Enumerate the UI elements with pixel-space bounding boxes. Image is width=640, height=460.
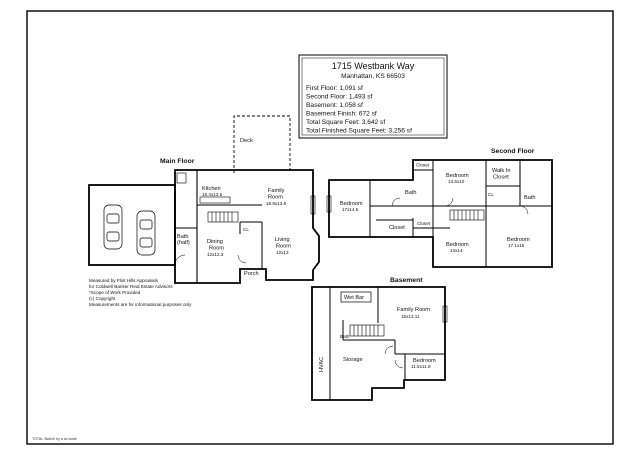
family-room-label-2: Room: [268, 195, 283, 201]
family-room-label: Family: [268, 188, 285, 194]
note-line-2: for Coldwell Banker Real Estate Advisors: [89, 284, 173, 289]
walk-in-closet-label-2: Closet: [493, 175, 509, 181]
basement-bedroom-dim: 11.5x11.8: [411, 364, 431, 369]
sheet-border: [26, 10, 614, 445]
city-state-zip: Manhattan, KS 66503: [341, 73, 405, 80]
dining-room-dim: 12x12.3: [207, 252, 224, 257]
basement-bath-label: Bath: [340, 334, 350, 339]
dining-room-label-2: Room: [209, 246, 224, 252]
living-room-label: Living: [275, 237, 290, 243]
closet-1-label: Closet: [416, 163, 430, 168]
closet-2-label: Closet: [389, 225, 405, 231]
bedroom-b-label: Bedroom: [340, 201, 363, 207]
porch-label: Porch: [244, 271, 259, 277]
main-closet-label: CL: [243, 227, 249, 232]
second-floor-sf: Second Floor: 1,493 sf: [306, 94, 373, 101]
first-floor-sf: First Floor: 1,091 sf: [306, 85, 363, 92]
family-room-dim: 18.8x13.6: [266, 201, 287, 206]
total-finished-sf: Total Finished Square Feet: 3,256 sf: [306, 128, 412, 135]
basement-bedroom-label: Bedroom: [413, 358, 436, 364]
storage-label: Storage: [343, 357, 363, 363]
main-floor-title: Main Floor: [160, 158, 195, 165]
basement-family-room-dim: 15x13.11: [401, 314, 420, 319]
bedroom-c-dim: 13x14: [450, 248, 463, 253]
bedroom-d-dim: 17.1x15: [508, 243, 525, 248]
basement-plan: Basement Wet Bar Family Room 15x13.11: [311, 277, 448, 401]
closet-3-label: Closet: [417, 221, 431, 226]
deck-label: Deck: [240, 138, 253, 144]
kitchen-dim: 16.4x13.6: [202, 192, 223, 197]
basement-finish-sf: Basement Finish: 672 sf: [306, 111, 377, 118]
bedroom-b-dim: 17x14.5: [342, 207, 359, 212]
living-room-dim: 12x13: [276, 250, 289, 255]
dining-room-label: Dining: [207, 239, 223, 245]
bedroom-d-label: Bedroom: [507, 237, 530, 243]
basement-sf: Basement: 1,058 sf: [306, 102, 363, 109]
appraisal-notes: Measured by Flint Hills Appraisals for C…: [89, 278, 192, 307]
second-floor-plan: Second Floor Closet Bedroom: [326, 148, 553, 268]
bath-1-label: Bath: [405, 190, 417, 196]
wet-bar-label: Wet Bar: [344, 295, 364, 301]
footer-credit: TOTAL Sketch by a la mode: [32, 437, 77, 441]
second-closet-cl-label: CL: [488, 192, 494, 197]
bedroom-c-label: Bedroom: [446, 242, 469, 248]
bath-2-label: Bath: [524, 195, 536, 201]
half-bath-label-2: (half): [177, 240, 190, 246]
kitchen-label: Kitchen: [202, 186, 221, 192]
note-line-5: Measurements are for informational purpo…: [89, 302, 192, 307]
bedroom-a-label: Bedroom: [446, 173, 469, 179]
note-line-4: (c) Copyright: [89, 296, 116, 301]
total-sf: Total Square Feet: 3,642 sf: [306, 119, 385, 126]
walk-in-closet-label: Walk In: [492, 168, 510, 174]
note-line-1: Measured by Flint Hills Appraisals: [89, 278, 159, 283]
property-info-box: 1715 Westbank Way Manhattan, KS 66503 Fi…: [298, 54, 448, 139]
second-floor-title: Second Floor: [491, 148, 535, 155]
hvac-label: HVAC: [319, 357, 325, 372]
note-line-3: *Scope of Work Provided: [89, 290, 141, 295]
half-bath-label: Bath: [177, 234, 189, 240]
living-room-label-2: Room: [276, 244, 291, 250]
bedroom-a-dim: 13.5x10: [448, 179, 465, 184]
main-floor-plan: Main Floor Deck: [88, 115, 320, 284]
basement-title: Basement: [390, 277, 423, 284]
address: 1715 Westbank Way: [332, 61, 415, 71]
basement-family-room-label: Family Room: [397, 307, 430, 313]
